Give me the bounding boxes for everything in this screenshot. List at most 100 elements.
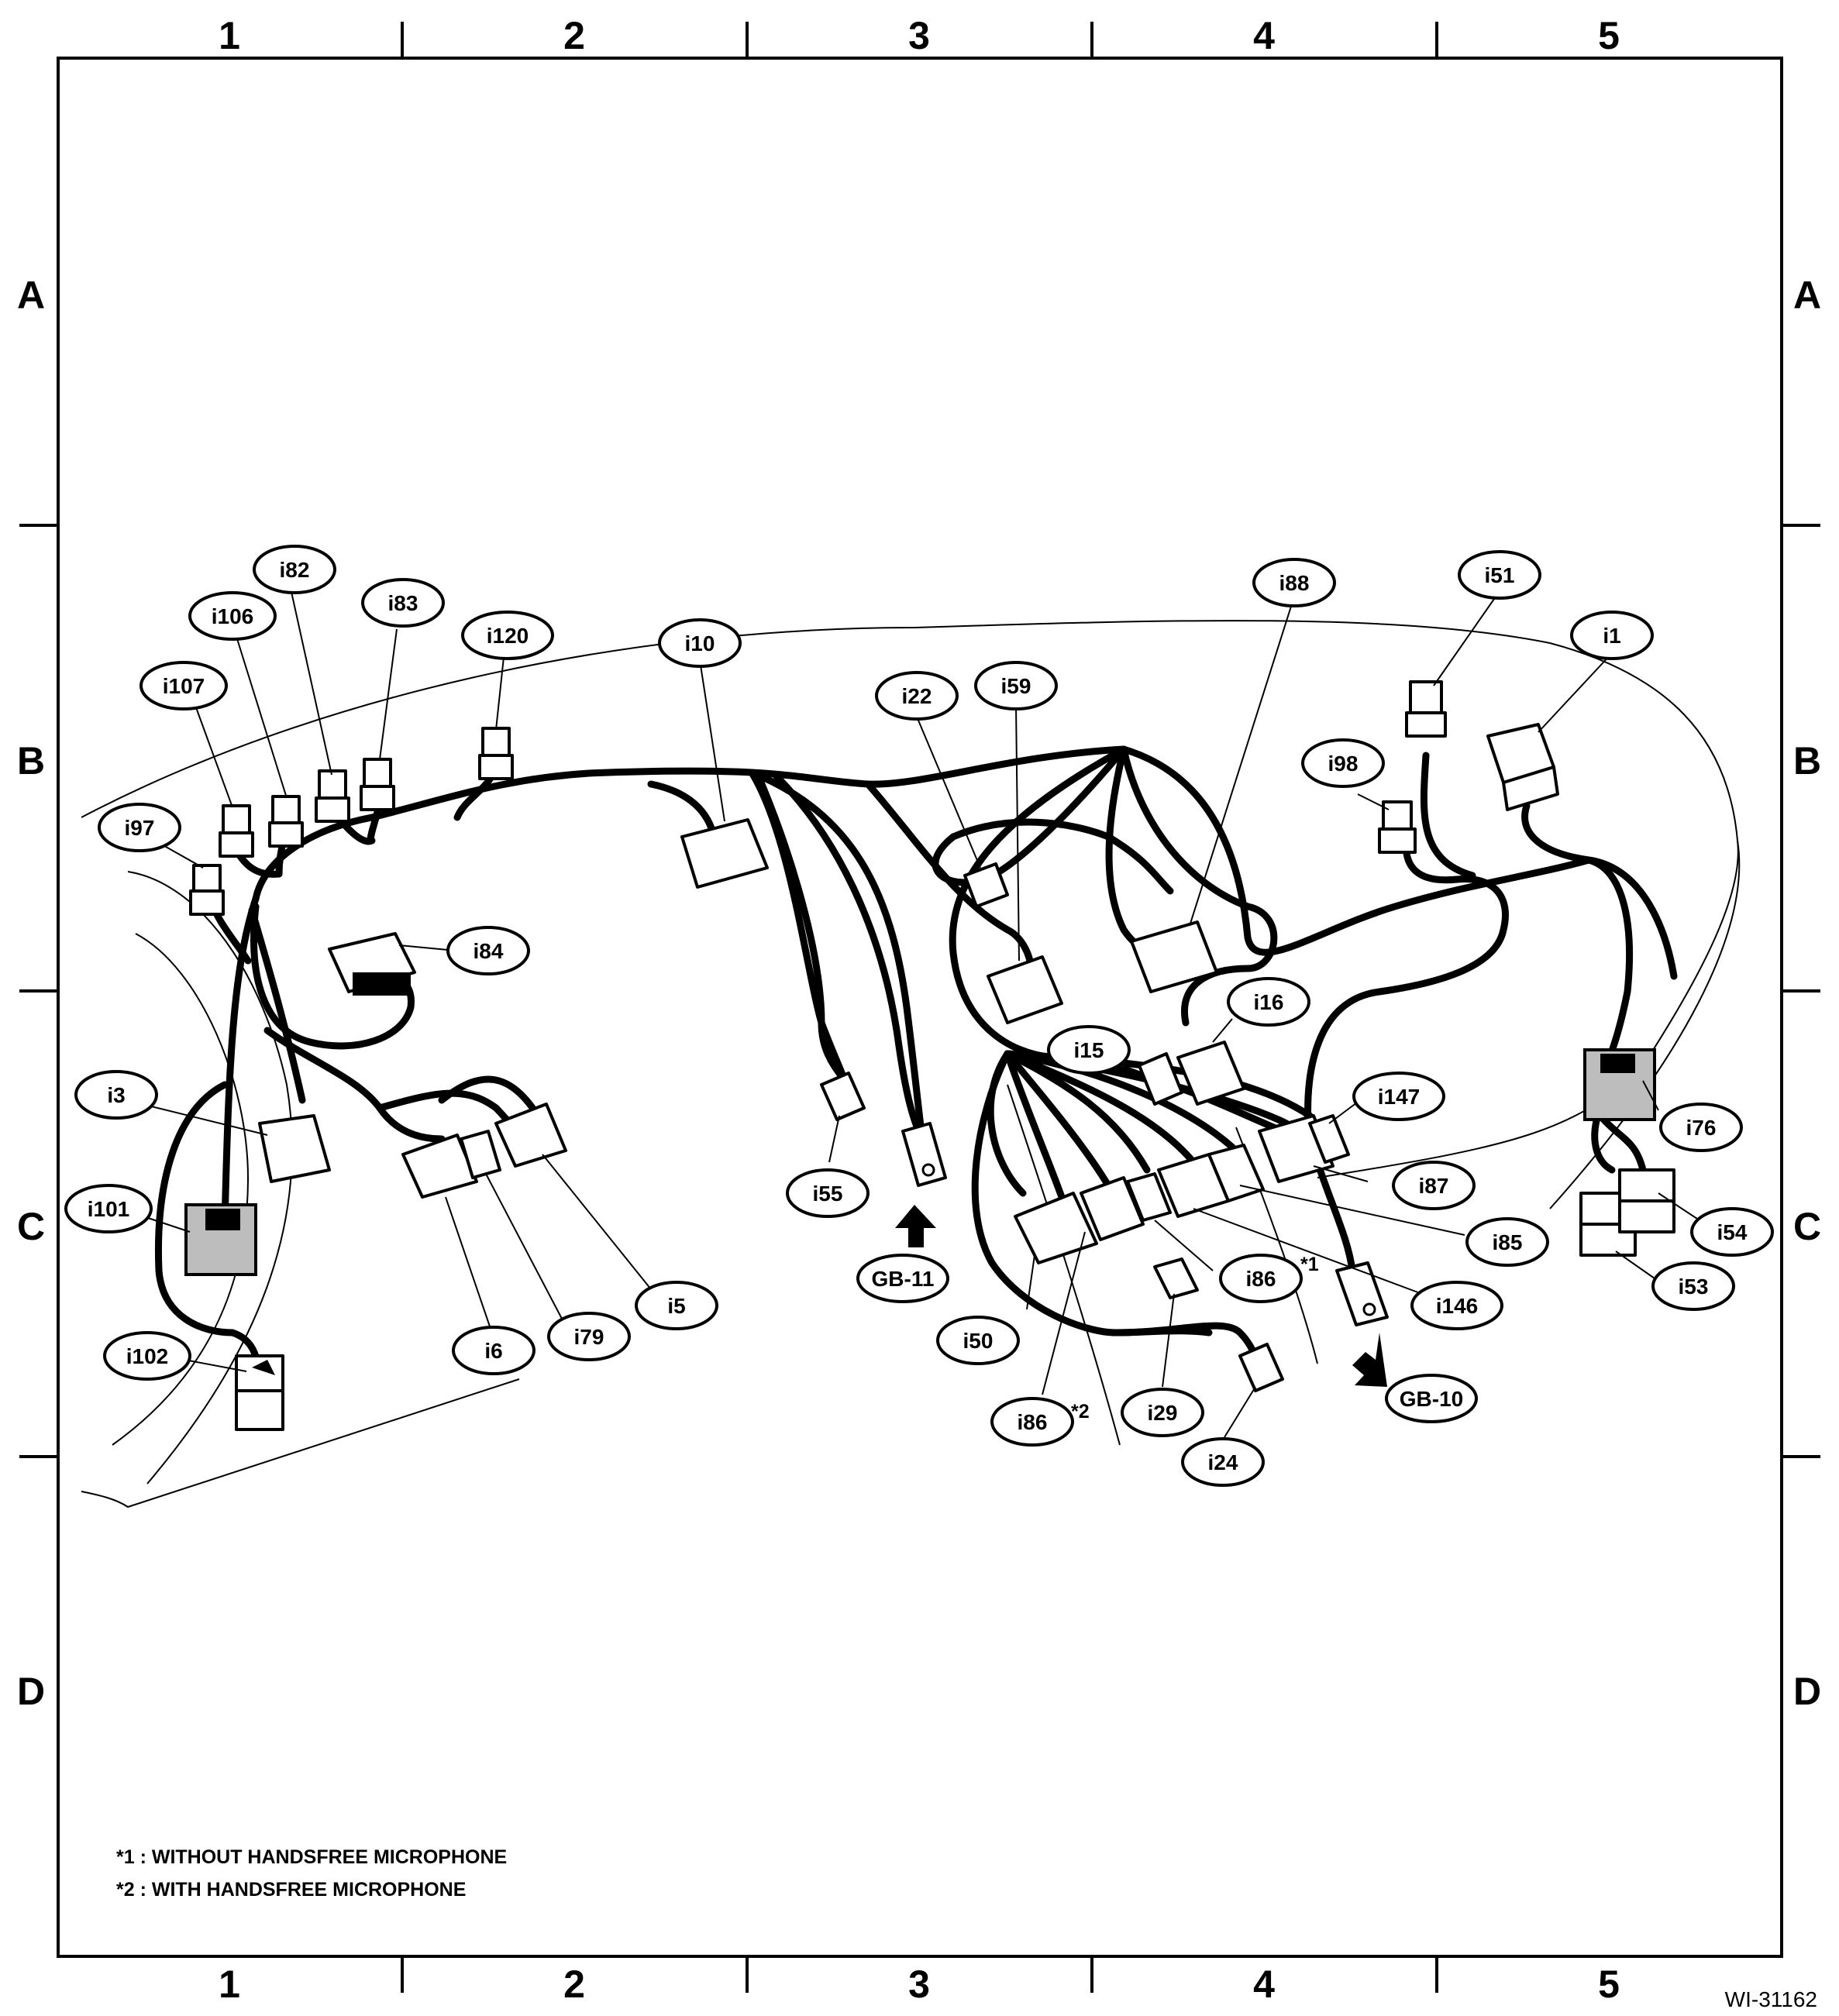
svg-text:i84: i84 [474,939,504,963]
callout-i107: i107 [139,661,228,710]
svg-text:i55: i55 [813,1182,843,1206]
callout-i102: i102 [103,1331,191,1381]
svg-text:GB-11: GB-11 [872,1267,935,1291]
svg-text:i86: i86 [1246,1267,1276,1291]
svg-text:i82: i82 [280,558,310,582]
callout-i10: i10 [658,618,742,668]
svg-text:i1: i1 [1603,624,1620,648]
connector-i59 [987,955,1063,1024]
figure-id: WI-31162 [1725,1987,1817,2011]
callout-gb11: GB-11 [856,1254,949,1303]
svg-text:i147: i147 [1378,1085,1421,1109]
callout-i147: i147 [1352,1072,1445,1121]
callout-i55: i55 [786,1168,870,1218]
svg-text:i101: i101 [88,1197,130,1221]
callout-i29: i29 [1121,1388,1204,1437]
svg-text:i106: i106 [212,604,254,628]
svg-text:i22: i22 [902,684,932,708]
column-ticks [401,22,1438,1993]
row-label-d-left: D [17,1670,45,1713]
gb11-arrow [895,1205,936,1247]
callout-i97: i97 [98,803,181,852]
connector-i101 [184,1203,257,1276]
svg-text:i87: i87 [1419,1174,1449,1198]
callout-i16: i16 [1227,977,1310,1027]
callout-i50: i50 [936,1316,1020,1365]
ground-terminal-gb11 [901,1122,947,1187]
callout-i146: i146 [1410,1281,1503,1330]
svg-text:i102: i102 [126,1344,169,1368]
connectors [184,680,1675,1431]
svg-text:i79: i79 [574,1325,604,1349]
callout-i76: i76 [1659,1103,1743,1152]
callout-i120: i120 [461,611,554,660]
diagram-frame [57,57,1783,1958]
connector-i6 [401,1134,478,1199]
leader-lines [141,590,1698,1438]
callout-i51: i51 [1458,550,1541,600]
connector-i79 [460,1130,501,1179]
svg-text:i107: i107 [163,674,205,698]
col-label-4-top: 4 [1253,14,1275,57]
svg-text:i16: i16 [1254,990,1284,1014]
svg-text:i15: i15 [1074,1038,1104,1062]
note-without-handsfree: *1 : WITHOUT HANDSFREE MICROPHONE [116,1846,507,1868]
callout-i15: i15 [1047,1025,1131,1075]
connector-i86-lower [1080,1176,1145,1241]
col-label-2-top: 2 [563,14,585,57]
footnote-mark-1: *1 [1300,1254,1319,1275]
callout-i1: i1 [1570,611,1654,660]
svg-text:i54: i54 [1717,1220,1748,1244]
callout-i53: i53 [1651,1261,1735,1311]
connector-i88 [1130,920,1218,993]
connector-i29 [1153,1257,1199,1299]
callout-gb10: GB-10 [1385,1374,1478,1423]
svg-text:i6: i6 [484,1339,502,1363]
callout-i54: i54 [1690,1207,1774,1257]
svg-text:i98: i98 [1328,752,1359,776]
callout-i22: i22 [875,671,959,721]
svg-text:i5: i5 [667,1294,685,1318]
footnote-mark-2: *2 [1071,1401,1090,1423]
callouts: i82 i106 i83 i107 i120 i10 i97 i84 i3 i1… [64,545,1774,1487]
row-label-c-left: C [17,1205,45,1248]
callout-i24: i24 [1181,1437,1265,1487]
callout-i82: i82 [253,545,336,594]
col-label-4-bottom: 4 [1253,1963,1275,2006]
svg-text:i29: i29 [1148,1401,1178,1425]
connector-i10 [680,818,769,889]
row-label-c-right: C [1793,1205,1821,1248]
svg-text:i3: i3 [107,1083,125,1107]
svg-text:GB-10: GB-10 [1400,1387,1463,1411]
svg-text:i10: i10 [685,631,715,655]
col-label-1-top: 1 [219,14,240,57]
connector-i16 [1176,1041,1245,1106]
gb10-arrow [1352,1333,1387,1387]
svg-text:i83: i83 [388,591,418,615]
svg-text:i50: i50 [963,1329,994,1353]
connector-i5 [494,1103,567,1168]
connector-i102 [235,1354,284,1392]
callout-i86-upper: i86 [1219,1254,1303,1303]
connector-i3 [258,1114,331,1183]
connector-i54 [1618,1168,1675,1202]
callout-i5: i5 [635,1281,718,1330]
row-label-d-right: D [1793,1670,1821,1713]
row-label-b-right: B [1793,739,1821,783]
svg-text:i88: i88 [1279,571,1310,595]
connector-i55 [820,1072,866,1121]
callout-i86-lower: i86 [990,1397,1074,1447]
svg-text:i76: i76 [1686,1116,1717,1140]
connector-i51 [1409,680,1443,718]
col-label-1-bottom: 1 [219,1963,240,2006]
svg-text:i120: i120 [487,624,529,648]
callout-i98: i98 [1301,738,1385,788]
svg-text:i51: i51 [1485,563,1515,587]
col-label-3-top: 3 [908,14,930,57]
callout-i3: i3 [74,1070,158,1120]
svg-text:i146: i146 [1436,1294,1479,1318]
callout-i106: i106 [188,591,277,641]
callout-i87: i87 [1392,1161,1476,1210]
col-label-5-top: 5 [1598,14,1620,57]
